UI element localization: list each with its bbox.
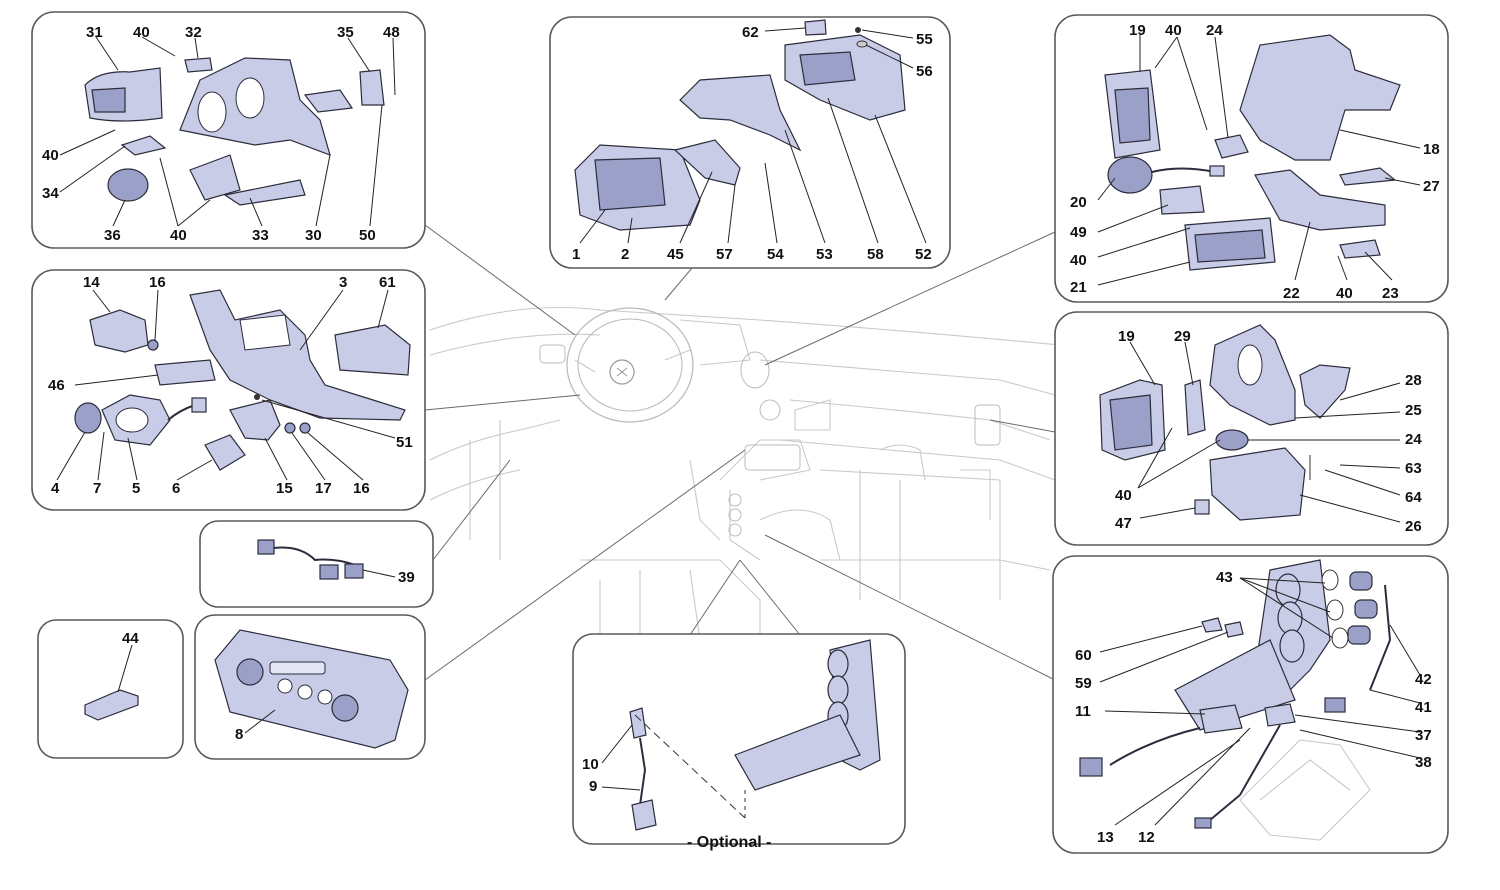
label-63: 63 — [1405, 460, 1422, 477]
label-3: 3 — [339, 274, 347, 291]
label-10: 10 — [582, 756, 599, 773]
label-55: 55 — [916, 31, 933, 48]
label-20: 20 — [1070, 194, 1087, 211]
label-43: 43 — [1216, 569, 1233, 586]
panel-passenger-dash-trim: 19 29 28 25 24 63 40 64 47 26 — [1054, 311, 1449, 546]
label-37: 37 — [1415, 727, 1432, 744]
label-35: 35 — [337, 24, 354, 41]
optional-caption: - Optional - — [687, 834, 771, 851]
label-40: 40 — [1165, 22, 1182, 39]
label-31: 31 — [86, 24, 103, 41]
label-7: 7 — [93, 480, 101, 497]
panel-driver-side-trim: 31 40 32 35 48 40 34 36 40 33 30 50 — [31, 11, 426, 249]
panel-climate-control: 8 — [194, 614, 426, 760]
label-38: 38 — [1415, 754, 1432, 771]
panel-steering-column-trim: 14 16 3 61 46 51 4 7 5 6 15 17 16 — [31, 269, 426, 511]
panel-part-44: 44 — [37, 619, 184, 759]
label-48: 48 — [383, 24, 400, 41]
panel-wiring-39: 39 — [199, 520, 434, 608]
label-44: 44 — [122, 630, 139, 647]
label-28: 28 — [1405, 372, 1422, 389]
label-39: 39 — [398, 569, 415, 586]
label-26: 26 — [1405, 518, 1422, 535]
label-50: 50 — [359, 227, 376, 244]
label-19: 19 — [1129, 22, 1146, 39]
label-40: 40 — [42, 147, 59, 164]
label-40: 40 — [1336, 285, 1353, 302]
label-17: 17 — [315, 480, 332, 497]
label-11: 11 — [1075, 703, 1091, 720]
label-27: 27 — [1423, 178, 1440, 195]
label-21: 21 — [1070, 279, 1087, 296]
label-45: 45 — [667, 246, 684, 263]
label-1: 1 — [572, 246, 580, 263]
label-49: 49 — [1070, 224, 1087, 241]
label-61: 61 — [379, 274, 396, 291]
label-57: 57 — [716, 246, 733, 263]
label-23: 23 — [1382, 285, 1399, 302]
label-9: 9 — [589, 778, 597, 795]
label-22: 22 — [1283, 285, 1300, 302]
label-29: 29 — [1174, 328, 1191, 345]
label-54: 54 — [767, 246, 784, 263]
label-59: 59 — [1075, 675, 1092, 692]
label-12: 12 — [1138, 829, 1155, 846]
label-52: 52 — [915, 246, 932, 263]
panel-optional: 10 9 - Optional - — [572, 633, 906, 851]
label-60: 60 — [1075, 647, 1092, 664]
dashboard-overview — [429, 307, 1061, 641]
label-40: 40 — [170, 227, 187, 244]
label-24: 24 — [1206, 22, 1223, 39]
label-42: 42 — [1415, 671, 1432, 688]
panel-instrument-cluster: 62 55 56 1 2 45 57 54 53 58 52 — [549, 16, 951, 269]
label-40: 40 — [133, 24, 150, 41]
label-19: 19 — [1118, 328, 1135, 345]
label-15: 15 — [276, 480, 293, 497]
label-56: 56 — [916, 63, 933, 80]
label-24: 24 — [1405, 431, 1422, 448]
label-5: 5 — [132, 480, 140, 497]
label-18: 18 — [1423, 141, 1440, 158]
label-58: 58 — [867, 246, 884, 263]
label-13: 13 — [1097, 829, 1114, 846]
label-4: 4 — [51, 480, 60, 497]
label-2: 2 — [621, 246, 629, 263]
label-53: 53 — [816, 246, 833, 263]
label-62: 62 — [742, 24, 759, 41]
label-16: 16 — [353, 480, 370, 497]
label-46: 46 — [48, 377, 65, 394]
label-33: 33 — [252, 227, 269, 244]
label-30: 30 — [305, 227, 322, 244]
label-41: 41 — [1415, 699, 1432, 716]
label-51: 51 — [396, 434, 413, 451]
label-47: 47 — [1115, 515, 1132, 532]
label-34: 34 — [42, 185, 59, 202]
label-16: 16 — [149, 274, 166, 291]
label-8: 8 — [235, 726, 243, 743]
label-6: 6 — [172, 480, 180, 497]
label-36: 36 — [104, 227, 121, 244]
label-40: 40 — [1070, 252, 1087, 269]
label-40: 40 — [1115, 487, 1132, 504]
label-14: 14 — [83, 274, 100, 291]
callout-lines — [424, 224, 1056, 681]
panel-center-console: 43 60 42 59 41 11 37 38 13 12 — [1052, 555, 1449, 854]
label-64: 64 — [1405, 489, 1422, 506]
panel-passenger-side-trim: 19 40 24 18 20 27 49 40 21 22 40 23 — [1054, 14, 1449, 303]
label-32: 32 — [185, 24, 202, 41]
label-25: 25 — [1405, 402, 1422, 419]
